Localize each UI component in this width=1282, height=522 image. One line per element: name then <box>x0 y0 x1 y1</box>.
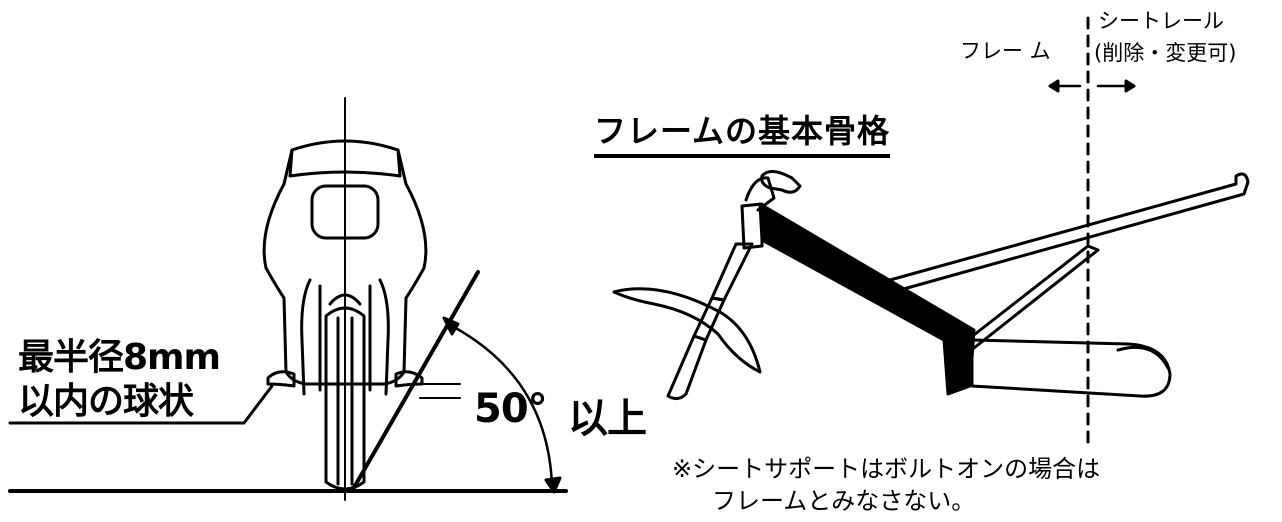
seat-rail-arrow <box>1096 79 1136 93</box>
front-wheel <box>324 306 366 491</box>
note-line1: ※シートサポートはボルトオンの場合は <box>672 455 1101 483</box>
seat-rail-sublabel: (削除・変更可) <box>1094 41 1237 65</box>
frame-skeleton <box>612 170 1250 401</box>
main-frame-tube <box>758 202 976 396</box>
seat-support <box>968 244 1100 350</box>
swingarm <box>970 338 1172 398</box>
diagram-title: フレームの基本骨格 <box>594 112 891 158</box>
angle-value: 50° <box>474 386 548 432</box>
seat-rail <box>888 172 1250 292</box>
radius-label-line2: 以内の球状 <box>18 381 194 422</box>
note-line2: フレームとみなさない。 <box>712 487 976 515</box>
headlight <box>310 184 380 240</box>
radius-label-line1: 最半径8mm <box>18 337 221 378</box>
leader-line <box>8 384 274 425</box>
fairing-outline <box>262 139 428 386</box>
footpeg-left <box>266 370 296 388</box>
motorcycle-front-view <box>262 97 461 501</box>
front-fender <box>612 287 762 374</box>
angle-line <box>350 270 480 493</box>
frame-label: フレー ム <box>960 39 1051 63</box>
angle-arc <box>450 324 554 488</box>
handlebar <box>760 170 802 194</box>
seat-rail-label: シートレール <box>1098 9 1224 33</box>
frame-arrow <box>1048 79 1082 93</box>
front-fork <box>710 242 754 302</box>
angle-suffix: 以上 <box>568 396 647 442</box>
